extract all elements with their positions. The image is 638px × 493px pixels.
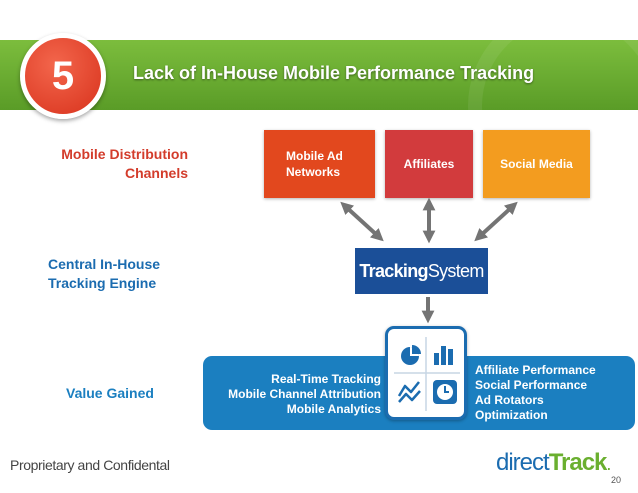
value-gained-label: Value Gained <box>66 385 154 401</box>
analytics-dashboard-icon <box>385 326 467 420</box>
value-list-right: Affiliate Performance Social Performance… <box>475 363 630 423</box>
tracking-system-word1: Tracking <box>359 260 428 281</box>
channel-box-social-media: Social Media <box>483 130 590 198</box>
value-list-left: Real-Time Tracking Mobile Channel Attrib… <box>205 372 381 417</box>
arrow-social-tracking <box>474 201 518 242</box>
logo-text-direct: direct <box>496 449 550 476</box>
logo-dot: . <box>606 454 611 474</box>
arrow-ad-networks-tracking <box>340 201 384 242</box>
tracking-system-word2: System <box>427 260 485 281</box>
directtrack-logo: directTrack. <box>496 449 611 477</box>
value-item: Mobile Channel Attribution <box>228 387 381 401</box>
slide-number-badge: 5 <box>20 33 106 119</box>
value-item: Mobile Analytics <box>286 402 381 416</box>
bar-chart-icon <box>434 346 453 365</box>
logo-text-track: Track <box>548 449 608 476</box>
value-item: Affiliate Performance <box>475 363 596 377</box>
slide-title: Lack of In-House Mobile Performance Trac… <box>133 63 535 83</box>
clock-icon <box>433 380 457 404</box>
trend-lines-icon <box>397 381 421 403</box>
value-item: Real-Time Tracking <box>271 372 381 386</box>
distribution-channels-label: Mobile Distribution Channels <box>61 146 188 181</box>
channel-box-affiliates: Affiliates <box>385 130 473 198</box>
value-item: Optimization <box>475 408 548 422</box>
tracking-engine-label: Central In-House Tracking Engine <box>48 256 161 291</box>
value-item: Ad Rotators <box>475 393 544 407</box>
pie-chart-icon <box>401 345 421 365</box>
value-item: Social Performance <box>475 378 588 392</box>
channel-box-mobile-ad-networks: Mobile Ad Networks <box>264 130 375 198</box>
confidentiality-notice: Proprietary and Confidental <box>10 457 170 473</box>
page-number: 20 <box>611 475 622 485</box>
